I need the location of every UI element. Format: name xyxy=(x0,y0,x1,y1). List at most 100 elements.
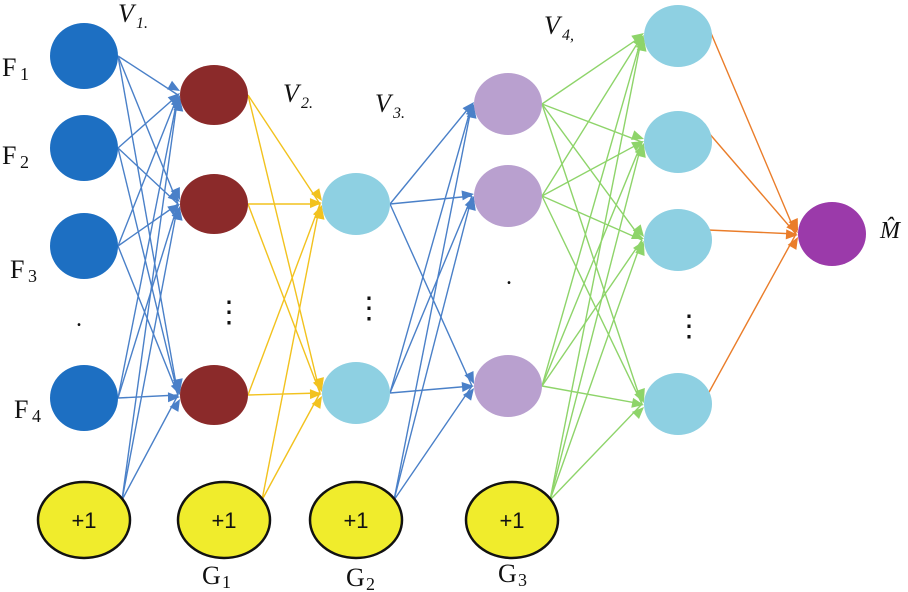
layer4-ellipsis: ⋮ xyxy=(674,310,704,343)
layer4-node-1 xyxy=(644,5,712,67)
layer2-node-2 xyxy=(322,362,390,424)
v4-edge-2-2 xyxy=(541,239,643,387)
v1-edge-2-0 xyxy=(117,94,179,247)
layer3-node-1 xyxy=(474,73,542,135)
v1-edge-4-2 xyxy=(121,394,179,501)
svg-text:3: 3 xyxy=(518,570,527,590)
input-label-f4: F 4 xyxy=(14,395,41,426)
v4-arrowhead-1-3 xyxy=(634,390,644,403)
v1-edge-4-0 xyxy=(121,94,179,501)
layer-label-g2: G 2 xyxy=(346,563,375,592)
v3-edge-2-1 xyxy=(393,195,473,501)
v1-edge-3-1 xyxy=(117,203,179,399)
v1-arrowhead-4-0 xyxy=(173,99,184,112)
weight-label-v1: V 1. xyxy=(118,0,148,32)
v1-edge-1-1 xyxy=(117,147,179,205)
layer1-ellipsis: ⋮ xyxy=(214,296,244,329)
svg-text:G: G xyxy=(346,563,365,592)
layer3-ellipsis: . xyxy=(506,264,512,290)
svg-text:4,: 4, xyxy=(562,27,574,44)
svg-text:2.: 2. xyxy=(301,95,313,112)
v2-edge-0-1 xyxy=(247,94,321,394)
v3-edge-0-2 xyxy=(389,203,473,387)
weight-label-v4: V 4, xyxy=(544,11,574,44)
bias-node-4 xyxy=(464,480,560,560)
v4-arrowhead-2-3 xyxy=(631,397,644,408)
out-edge-3-0 xyxy=(707,233,797,395)
v3-edge-0-1 xyxy=(389,195,473,205)
v1-edge-1-2 xyxy=(117,147,179,396)
v3-arrowhead-1-2 xyxy=(461,382,474,392)
layer3-node-2 xyxy=(474,165,542,227)
svg-text:2: 2 xyxy=(366,574,375,592)
v1-edge-3-0 xyxy=(117,94,179,399)
v1-edge-0-2 xyxy=(117,55,179,396)
out-arrowhead-1-0 xyxy=(786,220,798,233)
v4-arrowhead-0-1 xyxy=(631,130,644,140)
layer4-node-4 xyxy=(644,373,712,435)
v4-edge-2-1 xyxy=(541,141,643,387)
input-label-f2: F 2 xyxy=(2,141,29,172)
input-label-f1-letter: F xyxy=(2,53,16,82)
v4-edge-0-0 xyxy=(541,35,643,105)
v1-edge-2-2 xyxy=(117,245,179,396)
svg-text:3: 3 xyxy=(28,266,37,286)
layer4-node-3 xyxy=(644,209,712,271)
layer3-node-3 xyxy=(474,355,542,417)
v4-edge-3-1 xyxy=(549,141,643,501)
v2-arrowhead-1-1 xyxy=(312,379,323,392)
v4-edge-0-3 xyxy=(541,103,643,405)
v2-arrowhead-2-1 xyxy=(309,389,322,400)
v3-arrowhead-2-1 xyxy=(466,198,476,211)
v4-arrowhead-3-0 xyxy=(636,39,647,52)
svg-text:F: F xyxy=(14,395,28,424)
v2-arrowhead-0-0 xyxy=(311,188,322,201)
bias-node-3 xyxy=(308,480,404,560)
v3-edge-2-2 xyxy=(393,385,473,501)
v4-edge-3-3 xyxy=(549,403,643,501)
svg-text:1.: 1. xyxy=(136,15,148,32)
v1-arrowhead-0-0 xyxy=(167,80,180,91)
v2-arrowhead-1-0 xyxy=(309,198,322,209)
v4-edge-3-2 xyxy=(549,239,643,501)
input-ellipsis: . xyxy=(76,306,82,332)
v1-edge-0-1 xyxy=(117,55,179,205)
v4-edge-1-3 xyxy=(541,195,643,405)
svg-text:V: V xyxy=(544,11,563,40)
svg-text:F: F xyxy=(10,255,24,284)
layer-label-g1: G 1 xyxy=(202,561,231,592)
out-arrowhead-2-0 xyxy=(785,229,798,240)
svg-text:F: F xyxy=(2,141,16,170)
v1-arrowhead-3-2 xyxy=(167,392,180,403)
layer2-node-1 xyxy=(322,173,390,235)
v4-arrowhead-1-1 xyxy=(631,141,644,152)
v1-arrowhead-2-1 xyxy=(167,204,180,215)
v2-edge-1-1 xyxy=(247,203,321,394)
layer4-node-2 xyxy=(644,111,712,173)
weight-label-v2: V 2. xyxy=(283,79,313,112)
out-edge-0-0 xyxy=(707,25,797,235)
input-node-1 xyxy=(50,23,118,89)
weight-label-v3: V 3. xyxy=(375,89,405,122)
v3-edge-0-0 xyxy=(389,103,473,205)
svg-text:3.: 3. xyxy=(392,105,405,122)
v4-edge-1-1 xyxy=(541,141,643,197)
v4-edge-2-0 xyxy=(541,35,643,387)
svg-text:G: G xyxy=(498,559,517,588)
bias-label-1: +1 xyxy=(71,508,96,533)
v4-edge-0-1 xyxy=(541,103,643,143)
v1-arrowhead-1-0 xyxy=(167,93,180,105)
out-edge-1-0 xyxy=(707,131,797,235)
v4-arrowhead-1-2 xyxy=(631,229,644,239)
v1-arrowhead-1-1 xyxy=(167,190,180,202)
svg-text:V: V xyxy=(118,0,137,28)
layer1-node-2 xyxy=(180,174,248,234)
v1-arrowhead-4-1 xyxy=(172,208,183,221)
output-node xyxy=(798,202,866,266)
layer-label-g3: G 3 xyxy=(498,559,527,590)
v2-edge-0-0 xyxy=(247,94,321,205)
v3-arrowhead-0-2 xyxy=(464,371,474,384)
bias-label-4: +1 xyxy=(499,508,524,533)
